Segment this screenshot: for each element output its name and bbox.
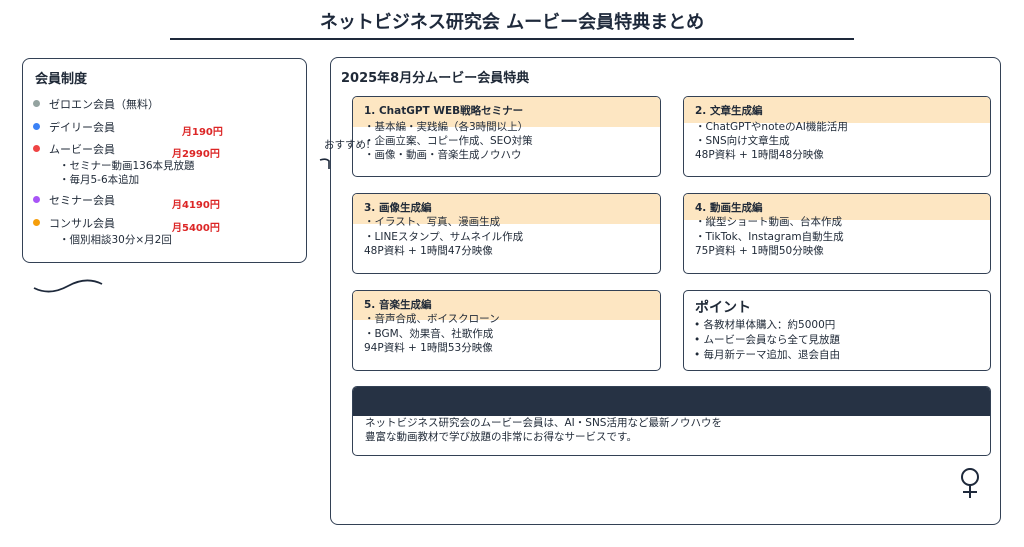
member-price: 月190円 [182, 127, 223, 138]
member-label: デイリー会員 [49, 121, 115, 134]
card-line: ・画像・動画・音楽生成ノウハウ [364, 149, 522, 161]
member-note: ・セミナー動画136本見放題 [59, 160, 195, 172]
card-header-band [684, 194, 990, 220]
membership-heading: 会員制度 [35, 72, 88, 87]
card-title: 4. 動画生成編 [695, 202, 763, 214]
summary-line: 豊富な動画教材で学び放題の非常にお得なサービスです。 [365, 431, 637, 443]
card-line: ・縦型ショート動画、台本作成 [695, 216, 842, 228]
card-title: 1. ChatGPT WEB戦略セミナー [364, 105, 524, 117]
bullet-dot-icon [33, 219, 40, 226]
member-price: 月5400円 [172, 223, 220, 234]
card-header-band [353, 194, 660, 224]
card-line: ・LINEスタンプ、サムネイル作成 [364, 231, 524, 243]
member-price: 月2990円 [172, 149, 220, 160]
member-row-seminar: セミナー会員 [33, 194, 115, 208]
member-note: ・毎月5-6本追加 [59, 174, 140, 186]
point-line: • 毎月新テーマ追加、退会自由 [694, 349, 841, 361]
perk-card-music: 5. 音楽生成編 ・音声合成、ボイスクローン ・BGM、効果音、社歌作成 94P… [352, 290, 661, 371]
card-line: 48P資料 + 1時間47分映像 [364, 245, 493, 257]
member-row-consult: コンサル会員 [33, 217, 115, 231]
card-line: ・基本編・実践編（各3時間以上） [364, 121, 529, 133]
summary-header-band [353, 387, 990, 416]
perk-card-video: 4. 動画生成編 ・縦型ショート動画、台本作成 ・TikTok、Instagra… [683, 193, 991, 274]
card-line: ・イラスト、写真、漫画生成 [364, 216, 501, 228]
member-row-zeroen: ゼロエン会員（無料） [33, 98, 159, 112]
point-line: • 各教材単体購入：約5000円 [694, 319, 836, 331]
member-price: 月4190円 [172, 200, 220, 211]
member-row-movie: ムービー会員 [33, 143, 115, 157]
card-header-band [684, 97, 990, 123]
card-line: ・BGM、効果音、社歌作成 [364, 328, 494, 340]
member-label: ゼロエン会員（無料） [49, 98, 159, 111]
card-line: 48P資料 + 1時間48分映像 [695, 149, 824, 161]
card-line: 75P資料 + 1時間50分映像 [695, 245, 824, 257]
card-line: ・音声合成、ボイスクローン [364, 313, 500, 325]
squiggle-decoration-icon [33, 279, 103, 293]
card-line: ・TikTok、Instagram自動生成 [695, 231, 844, 243]
page-title: ネットビジネス研究会 ムービー会員特典まとめ [319, 12, 705, 33]
card-line: ・ChatGPTやnoteのAI機能活用 [695, 121, 848, 133]
bullet-dot-icon [33, 123, 40, 130]
member-label: ムービー会員 [49, 143, 115, 156]
bullet-dot-icon [33, 145, 40, 152]
card-title: 5. 音楽生成編 [364, 299, 432, 311]
female-symbol-icon [961, 468, 979, 498]
perk-card-image: 3. 画像生成編 ・イラスト、写真、漫画生成 ・LINEスタンプ、サムネイル作成… [352, 193, 661, 274]
card-line: ・SNS向け文章生成 [695, 135, 790, 147]
perk-card-text: 2. 文章生成編 ・ChatGPTやnoteのAI機能活用 ・SNS向け文章生成… [683, 96, 991, 177]
summary-line: ネットビジネス研究会のムービー会員は、AI・SNS活用など最新ノウハウを [365, 417, 722, 429]
recommend-label: おすすめ! [324, 139, 371, 151]
bullet-dot-icon [33, 196, 40, 203]
card-line: ・企画立案、コピー作成、SEO対策 [364, 135, 533, 147]
membership-panel: 会員制度 ゼロエン会員（無料） デイリー会員 月190円 ムービー会員 月299… [22, 58, 307, 263]
hook-mark-icon [319, 158, 330, 169]
summary-box: ネットビジネス研究会のムービー会員は、AI・SNS活用など最新ノウハウを 豊富な… [352, 386, 991, 456]
perks-heading: 2025年8月分ムービー会員特典 [341, 71, 530, 86]
perk-card-chatgpt: 1. ChatGPT WEB戦略セミナー ・基本編・実践編（各3時間以上） ・企… [352, 96, 661, 177]
member-row-daily: デイリー会員 [33, 121, 115, 135]
point-title: ポイント [695, 300, 751, 316]
bullet-dot-icon [33, 100, 40, 107]
title-underline [170, 38, 854, 40]
member-note: ・個別相談30分×月2回 [59, 234, 172, 246]
point-line: • ムービー会員なら全て見放題 [694, 334, 841, 346]
card-header-band [353, 291, 660, 320]
member-label: コンサル会員 [49, 217, 115, 230]
card-header-band [353, 97, 660, 127]
member-label: セミナー会員 [49, 194, 115, 207]
card-title: 2. 文章生成編 [695, 105, 763, 117]
card-line: 94P資料 + 1時間53分映像 [364, 342, 493, 354]
point-card: ポイント • 各教材単体購入：約5000円 • ムービー会員なら全て見放題 • … [683, 290, 991, 371]
card-title: 3. 画像生成編 [364, 202, 432, 214]
